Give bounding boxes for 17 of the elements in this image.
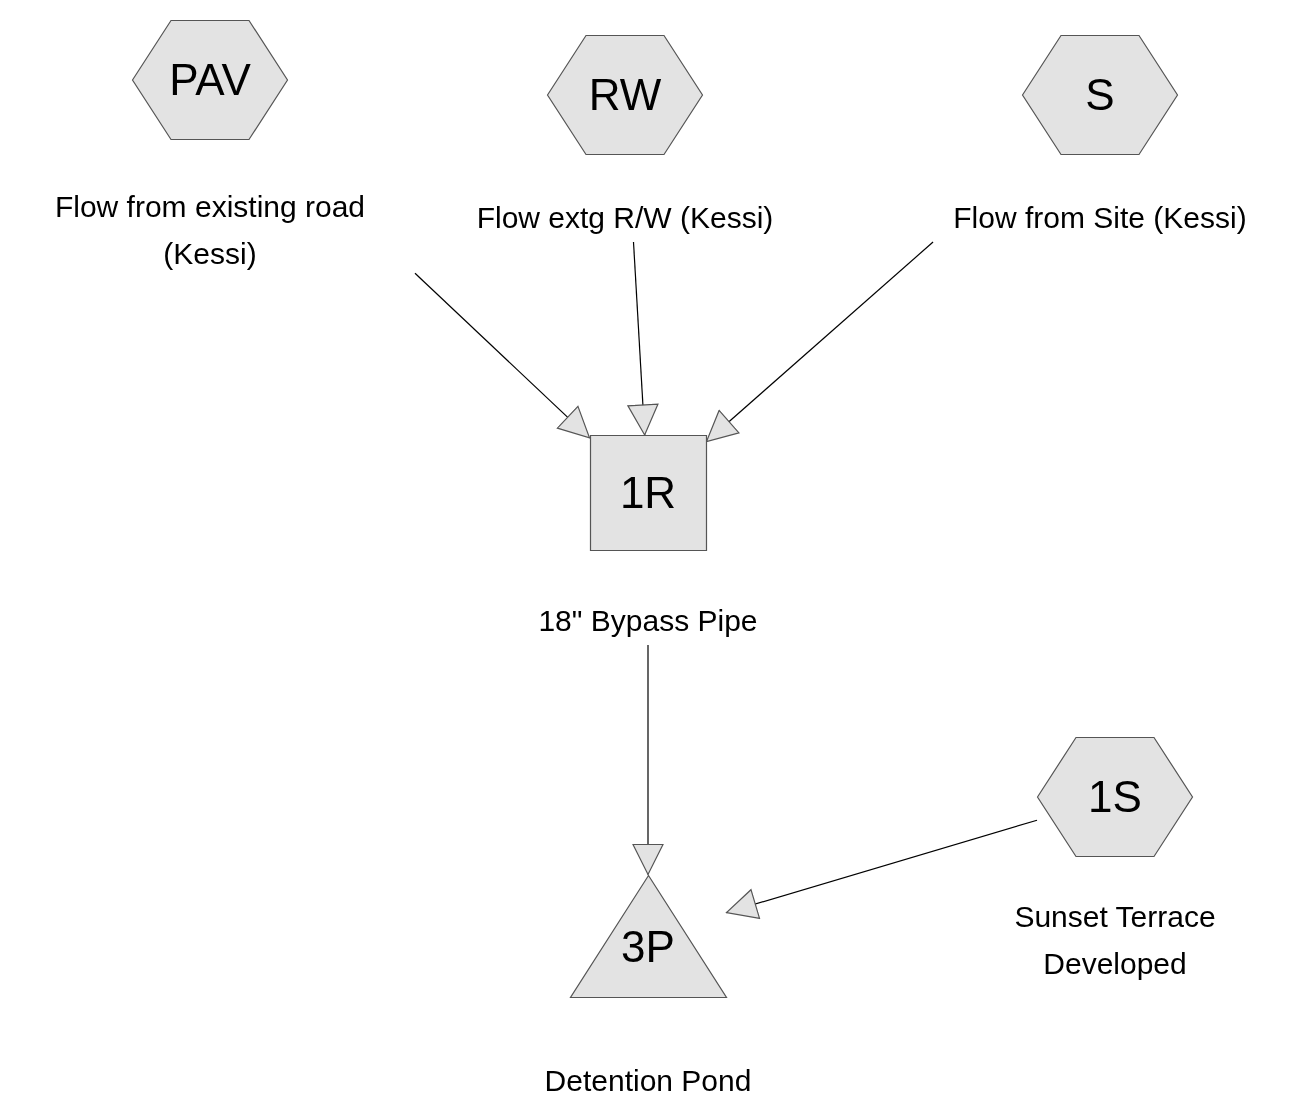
node-caption: Flow extg R/W (Kessi) (476, 201, 774, 234)
node-label: RW (588, 70, 662, 120)
arrow (725, 819, 1038, 920)
arrow (632, 644, 664, 876)
arrow (705, 241, 934, 443)
node-caption: Flow from Site (Kessi) (953, 201, 1247, 234)
node-label: 1S (1088, 772, 1142, 822)
arrow (627, 241, 659, 436)
node-label: S (1085, 70, 1115, 120)
node-label: 1R (619, 468, 677, 518)
node-caption: 18" Bypass Pipe (538, 604, 758, 637)
arrow (414, 272, 591, 439)
node-label: 3P (621, 922, 675, 972)
node-caption: Flow from existing road (Kessi) (54, 190, 366, 270)
node-caption: Detention Pond (544, 1063, 752, 1097)
node-caption: Sunset Terrace Developed (1014, 900, 1216, 980)
node-label: PAV (169, 55, 251, 105)
